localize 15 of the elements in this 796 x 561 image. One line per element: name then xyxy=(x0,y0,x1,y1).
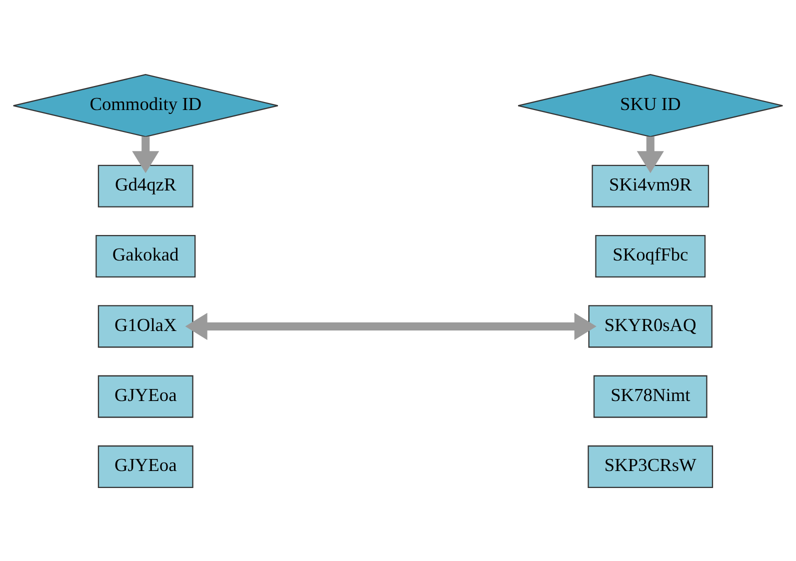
node-box: SKoqfFbc xyxy=(595,234,706,278)
node-box: SK78Nimt xyxy=(593,374,708,418)
node-box: SKP3CRsW xyxy=(588,444,714,488)
arrow xyxy=(132,136,160,173)
node-box: Gakokad xyxy=(96,234,196,278)
node-box: Gd4qzR xyxy=(98,164,194,207)
node-diamond: SKU ID xyxy=(518,74,784,137)
node-box: GJYEoa xyxy=(98,374,194,418)
node-box: G1OlaX xyxy=(98,304,194,348)
node-box: SKYR0sAQ xyxy=(588,304,712,348)
arrow xyxy=(185,312,596,340)
node-diamond: Commodity ID xyxy=(12,74,278,137)
node-box: GJYEoa xyxy=(98,444,194,488)
arrow xyxy=(636,136,664,173)
node-box: SKi4vm9R xyxy=(592,164,710,207)
